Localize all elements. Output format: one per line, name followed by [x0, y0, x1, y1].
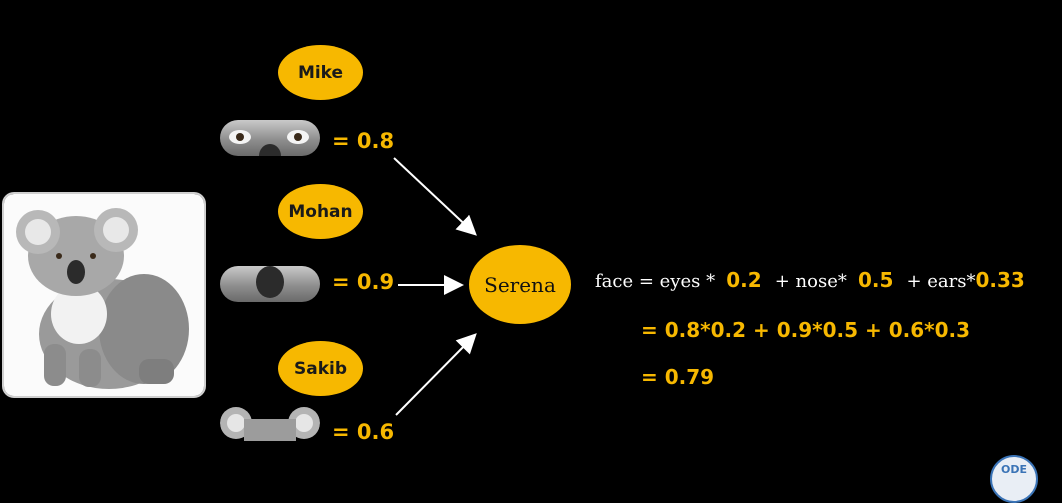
arrow-eyes-to-serena: [393, 157, 477, 236]
person-name: Mohan: [288, 201, 353, 222]
koala-illustration: [4, 194, 204, 396]
ears-score: = 0.6: [332, 420, 395, 444]
weight-ears: 0.33: [975, 268, 1025, 292]
channel-logo: ODE: [990, 455, 1038, 503]
formula-plus-nose: + nose*: [774, 271, 847, 292]
arrow-ears-to-serena: [395, 333, 477, 416]
weight-eyes: 0.2: [726, 268, 762, 292]
calc-line-1: = 0.8*0.2 + 0.9*0.5 + 0.6*0.3: [641, 318, 971, 342]
formula-lhs: face = eyes *: [595, 271, 716, 292]
nose-illustration: [256, 266, 284, 298]
koala-image: [2, 192, 206, 398]
logo-text: ODE: [1001, 463, 1027, 476]
weight-nose: 0.5: [857, 268, 894, 292]
eyes-score: = 0.8: [332, 129, 395, 153]
person-oval-sakib: Sakib: [278, 341, 363, 396]
person-name: Sakib: [293, 358, 348, 379]
ears-illustration: [220, 407, 320, 441]
person-name: Mike: [297, 62, 344, 83]
eyes-feature-image: [220, 120, 320, 156]
nose-feature-image: [220, 266, 320, 302]
person-oval-mike: Mike: [278, 45, 363, 100]
target-name: Serena: [484, 272, 556, 297]
person-oval-mohan: Mohan: [278, 184, 363, 239]
nose-score: = 0.9: [332, 270, 395, 294]
target-oval-serena: Serena: [469, 245, 571, 324]
formula-plus-ears: + ears*: [906, 271, 976, 292]
eyes-illustration: [229, 130, 309, 156]
calc-line-2: = 0.79: [641, 365, 715, 389]
formula-line: face = eyes * 0.2 + nose* 0.5 + ears*0.3…: [595, 268, 1025, 292]
ears-feature-image: [220, 405, 320, 441]
